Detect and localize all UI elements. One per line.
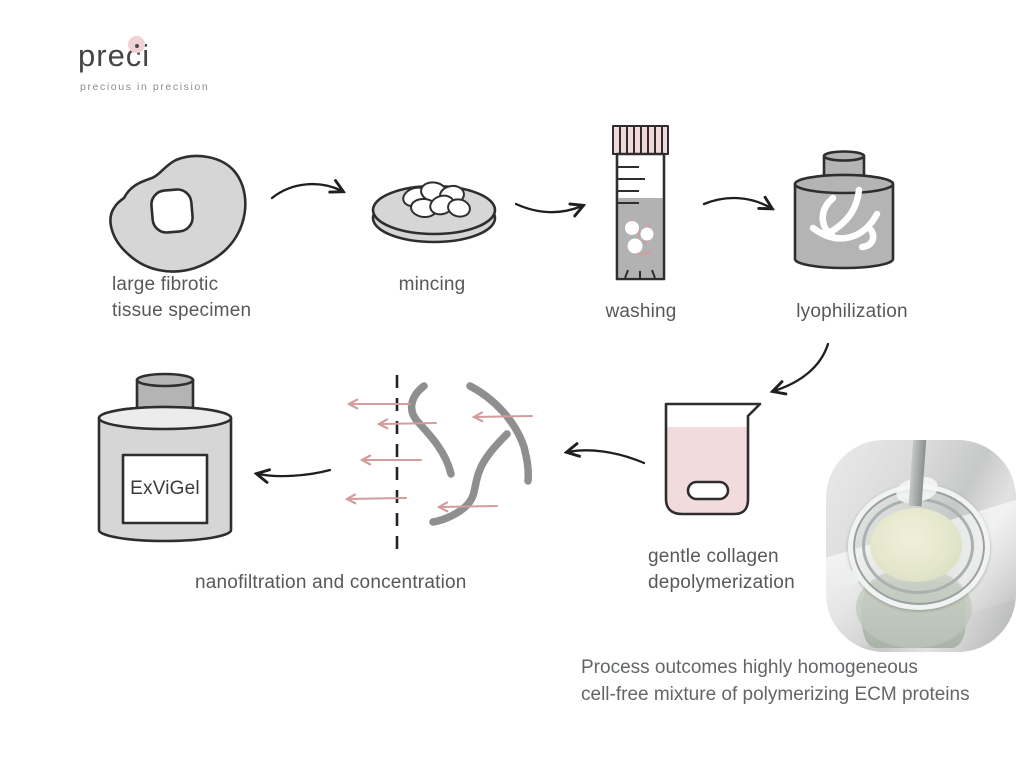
depolymerization-beaker-icon — [664, 402, 762, 516]
tissue-hole — [150, 188, 194, 234]
lyophilization-bottle-icon — [793, 150, 895, 270]
bottle-label — [121, 453, 209, 525]
brand-dot-core — [135, 44, 139, 48]
tube-contents — [625, 219, 654, 256]
flow-arrow-icon — [514, 198, 592, 226]
process-outcome-caption: Process outcomes highly homogeneous cell… — [581, 657, 970, 705]
stirring-beaker-photo — [826, 440, 1016, 652]
collagen-fibers — [407, 382, 532, 526]
washing-tube-icon — [612, 125, 669, 281]
product-name: ExViGel — [130, 478, 200, 499]
brand-tagline: precious in precision — [80, 81, 210, 93]
flow-arrow-icon — [760, 342, 830, 400]
flow-arrow-icon — [270, 176, 354, 200]
step-label-depolymerization: gentle collagen depolymerization — [648, 546, 795, 593]
minced-pieces — [402, 181, 471, 219]
tube-graduations — [618, 166, 645, 204]
exvigel-bottle-icon — [97, 372, 233, 543]
stir-bar — [686, 480, 730, 501]
freeze-dried-fibers — [809, 186, 881, 251]
filtration-membrane-icon — [333, 375, 533, 552]
mincing-dish-icon — [371, 181, 497, 244]
step-label-mincing: mincing — [398, 274, 466, 295]
tube-bottom-ticks — [624, 269, 656, 279]
tube-liquid — [618, 198, 663, 278]
flow-arrow-icon — [702, 192, 782, 222]
flow-arrow-icon — [248, 456, 332, 484]
step-label-washing: washing — [605, 301, 677, 322]
filtration-arrows — [348, 404, 533, 507]
step-label-nanofiltration: nanofiltration and concentration — [195, 572, 467, 593]
step-label-lyophilization: lyophilization — [796, 301, 908, 322]
brand-dot-icon — [128, 36, 145, 53]
tissue-blob-icon — [109, 154, 247, 273]
flow-arrow-icon — [556, 438, 646, 465]
step-label-specimen: large fibrotic tissue specimen — [112, 274, 252, 321]
